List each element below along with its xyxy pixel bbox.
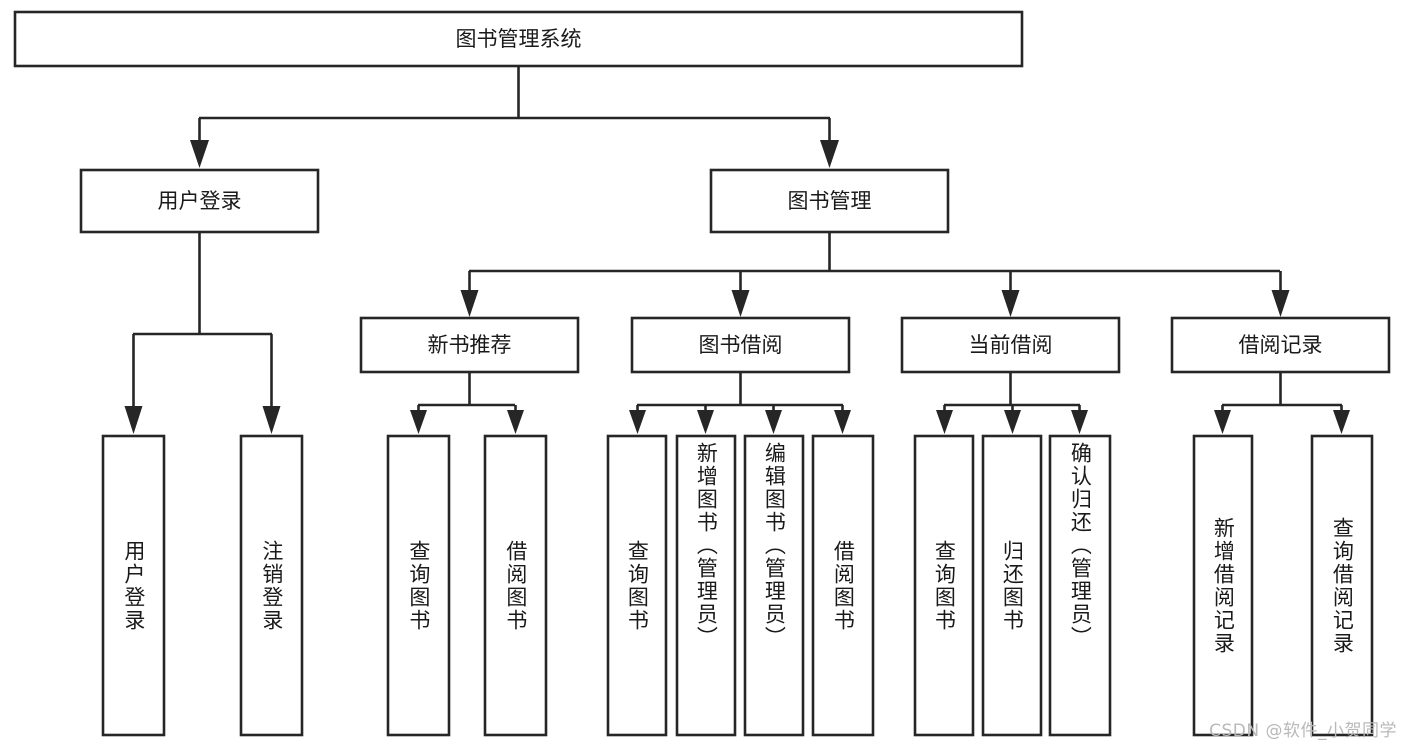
node-root-box[interactable]: [13, 10, 1024, 68]
node-book-manage[interactable]: 图书管理: [709, 168, 950, 234]
node-leaf-borrow-book-rec-box[interactable]: [483, 434, 548, 737]
arrow-head-leaf-query-borrow-record: [1333, 410, 1350, 434]
arrow-head-leaf-confirm-return-admin: [1071, 410, 1088, 434]
csdn-watermark: CSDN @软件_小贺同学: [1209, 721, 1397, 741]
arrow-head-user-login: [190, 140, 209, 168]
arrow-head-leaf-borrow-book: [834, 410, 851, 434]
arrow-head-leaf-query-book-borrow: [629, 410, 646, 434]
node-current-borrow-box[interactable]: [900, 316, 1121, 374]
node-new-book-recommend[interactable]: 新书推荐: [359, 316, 580, 374]
arrow-head-book-borrow: [731, 290, 750, 317]
node-book-borrow[interactable]: 图书借阅: [630, 316, 851, 374]
node-leaf-return-book-box[interactable]: [981, 434, 1043, 737]
node-book-manage-box[interactable]: [709, 168, 950, 234]
node-root[interactable]: 图书管理系统: [13, 10, 1024, 68]
arrow-head-leaf-add-borrow-record: [1214, 410, 1231, 434]
node-root-label: 图书管理系统: [456, 27, 582, 51]
node-leaf-logout-box[interactable]: [239, 434, 304, 737]
node-new-book-recommend-label: 新书推荐: [428, 333, 512, 357]
node-user-login[interactable]: 用户登录: [79, 168, 320, 234]
node-new-book-recommend-box[interactable]: [359, 316, 580, 374]
node-leaf-user-login-box[interactable]: [101, 434, 166, 737]
node-leaf-edit-book-admin-box[interactable]: [743, 434, 805, 737]
node-leaf-borrow-book-box[interactable]: [811, 434, 875, 737]
edge-group-root-to-level1: [190, 66, 839, 168]
node-leaf-query-borrow-record-box[interactable]: [1310, 434, 1374, 737]
arrow-head-leaf-user-login: [124, 406, 143, 434]
arrow-head-leaf-borrow-book-rec: [507, 410, 524, 434]
arrow-head-leaf-query-book-rec: [410, 410, 427, 434]
node-leaf-query-book-borrow-box[interactable]: [606, 434, 668, 737]
arrow-head-leaf-edit-book-admin: [765, 410, 782, 434]
node-leaf-boxes: [101, 434, 1374, 737]
node-leaf-confirm-return-admin-box[interactable]: [1048, 434, 1112, 737]
node-book-manage-label: 图书管理: [788, 189, 872, 213]
node-borrow-record[interactable]: 借阅记录: [1170, 316, 1391, 374]
arrow-head-leaf-return-book: [1004, 410, 1021, 434]
node-user-login-box[interactable]: [79, 168, 320, 234]
node-user-login-label: 用户登录: [158, 189, 242, 213]
node-book-borrow-box[interactable]: [630, 316, 851, 374]
edge-group-user-login-to-leaves: [124, 232, 281, 434]
node-current-borrow-label: 当前借阅: [969, 333, 1053, 357]
arrow-head-leaf-add-book-admin: [697, 410, 714, 434]
arrow-head-current-borrow: [1001, 290, 1020, 317]
edge-group-book-manage-to-level2: [460, 232, 1290, 317]
node-leaf-query-book-cur-box[interactable]: [913, 434, 975, 737]
edge-group-book-borrow-to-leaves: [629, 372, 851, 434]
node-leaf-add-borrow-record-box[interactable]: [1192, 434, 1254, 737]
arrow-head-book-manage: [820, 140, 839, 168]
arrow-head-new-book-recommend: [460, 290, 479, 317]
node-book-borrow-label: 图书借阅: [699, 333, 783, 357]
edge-group-borrow-record-to-leaves: [1214, 372, 1350, 434]
arrow-head-borrow-record: [1271, 290, 1290, 317]
arrow-head-leaf-logout: [262, 406, 281, 434]
arrow-head-leaf-query-book-cur: [936, 410, 953, 434]
node-leaf-add-book-admin-box[interactable]: [675, 434, 737, 737]
node-current-borrow[interactable]: 当前借阅: [900, 316, 1121, 374]
node-borrow-record-box[interactable]: [1170, 316, 1391, 374]
edge-group-new-book-recommend-to-leaves: [410, 372, 524, 434]
node-borrow-record-label: 借阅记录: [1239, 333, 1323, 357]
edge-group-current-borrow-to-leaves: [936, 372, 1088, 434]
node-leaf-query-book-rec-box[interactable]: [386, 434, 451, 737]
